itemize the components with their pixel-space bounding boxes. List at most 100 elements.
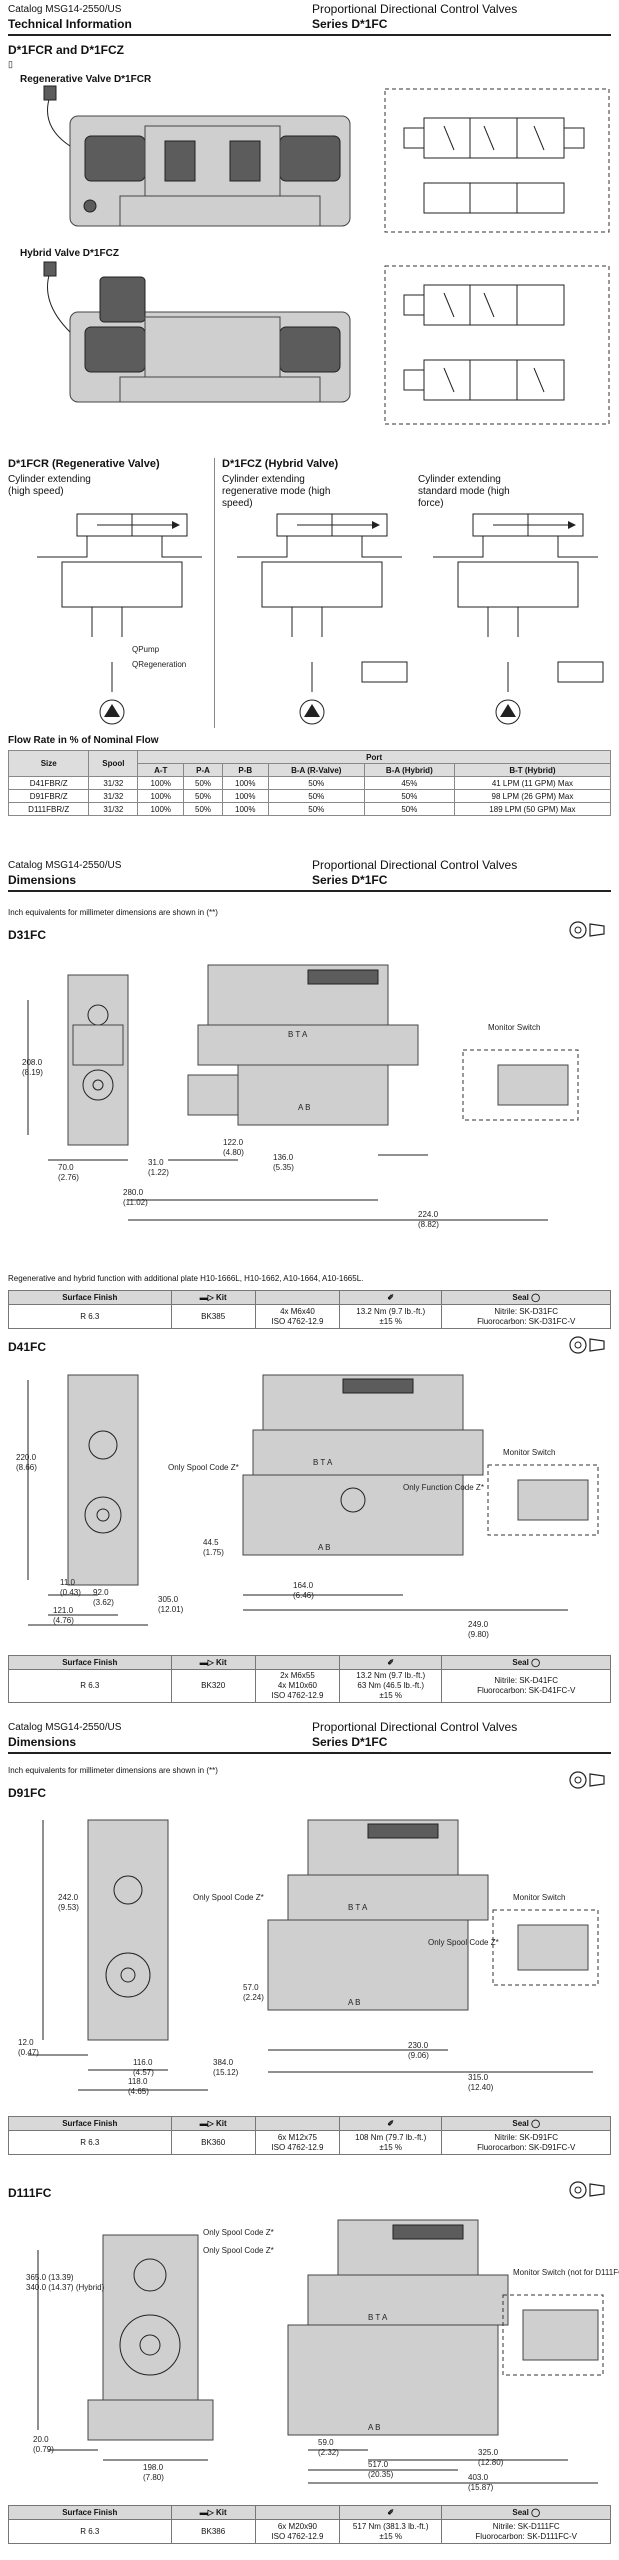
dim-label: (20.35) bbox=[368, 2470, 394, 2479]
wrench-icon: ✐ bbox=[387, 1293, 395, 1302]
table-cell: 31/32 bbox=[88, 802, 139, 816]
port-label: B T A bbox=[348, 1903, 368, 1912]
table-cell: 100% bbox=[221, 776, 269, 790]
section-title: Dimensions bbox=[8, 873, 77, 887]
projection-symbol-icon bbox=[569, 921, 605, 939]
dim-label: 249.0 bbox=[468, 1620, 489, 1629]
dim-label: (3.62) bbox=[93, 1598, 114, 1607]
table-cell: 50% bbox=[183, 789, 223, 803]
d91fc-dimension-drawing: 242.0 (9.53) 12.0 (0.47) 116.0 (4.57) 11… bbox=[18, 1819, 599, 2096]
table-cell: 100% bbox=[221, 802, 269, 816]
dim-label: (6.46) bbox=[293, 1591, 314, 1600]
dim-label: 70.0 bbox=[58, 1163, 74, 1172]
dim-label: (11.02) bbox=[123, 1198, 148, 1207]
page-header-dimensions: Catalog MSG14-2550/US Dimensions Proport… bbox=[0, 1720, 619, 1756]
circuit-divider bbox=[214, 458, 215, 728]
port-label: A B bbox=[348, 1998, 360, 2007]
caption-cylinder-high-speed: Cylinder extending (high speed) bbox=[8, 474, 91, 497]
spool-code-label: Only Spool Code Z* bbox=[203, 2246, 274, 2255]
port-label: B T A bbox=[368, 2313, 388, 2322]
dim-label: 220.0 bbox=[16, 1453, 37, 1462]
surface-finish-value: R 6.3 bbox=[8, 2130, 172, 2155]
kit-col-label: Seal bbox=[512, 1293, 529, 1302]
o-ring-icon: ◯ bbox=[531, 2119, 541, 2128]
kit-col-surface: Surface Finish bbox=[8, 2505, 172, 2520]
caption-regen-mode: Cylinder extending regenerative mode (hi… bbox=[222, 474, 331, 509]
dim-label: (4.65) bbox=[128, 2087, 149, 2096]
qpump-label: QPump bbox=[132, 645, 160, 654]
hybrid-circuit-title: D*1FCZ (Hybrid Valve) bbox=[222, 458, 339, 470]
dim-label: (12.40) bbox=[468, 2083, 494, 2092]
dim-label: (12.01) bbox=[158, 1605, 184, 1614]
dim-label: (9.53) bbox=[58, 1903, 79, 1912]
flow-col-ba-r: B-A (R-Valve) bbox=[267, 763, 365, 777]
table-cell: 100% bbox=[137, 802, 185, 816]
inch-note: Inch equivalents for millimeter dimensio… bbox=[8, 908, 218, 917]
bolt-kit-value: BK360 bbox=[170, 2130, 256, 2155]
section-title: Dimensions bbox=[8, 1735, 77, 1749]
kit-col-seal: Seal ◯ bbox=[441, 2116, 611, 2131]
dim-label: 305.0 bbox=[158, 1595, 179, 1604]
dim-label: 340.0 (14.37) (Hybrid) bbox=[26, 2283, 105, 2292]
dim-label: (2.32) bbox=[318, 2448, 339, 2457]
table-cell: 98 LPM (26 GPM) Max bbox=[453, 789, 612, 803]
dim-label: (2.76) bbox=[58, 1173, 79, 1182]
kit-col-screws bbox=[254, 2505, 341, 2520]
dim-label: 12.0 bbox=[18, 2038, 34, 2047]
dim-label: 242.0 bbox=[58, 1893, 79, 1902]
regen-circuit-diagram: QPump QRegeneration bbox=[37, 513, 202, 725]
regen-valve-label: Regenerative Valve D*1FCR bbox=[20, 74, 152, 85]
monitor-switch-label: Monitor Switch bbox=[513, 1893, 565, 1902]
port-label: B T A bbox=[288, 1030, 308, 1039]
d41fc-title: D41FC bbox=[8, 1340, 47, 1354]
spool-code-label: Only Spool Code Z* bbox=[203, 2228, 274, 2237]
dim-label: 280.0 bbox=[123, 1188, 144, 1197]
table-cell: 41 LPM (11 GPM) Max bbox=[453, 776, 612, 790]
dim-label: 118.0 bbox=[128, 2077, 148, 2086]
series-name: Series D*1FC bbox=[312, 17, 388, 31]
function-code-label: Only Function Code Z* bbox=[403, 1483, 484, 1492]
dim-label: 403.0 bbox=[468, 2473, 489, 2482]
table-cell: 100% bbox=[221, 789, 269, 803]
kit-col-kit: ▬▷ Kit bbox=[170, 1655, 256, 1670]
table-cell: 31/32 bbox=[88, 789, 139, 803]
hybrid-valve-label: Hybrid Valve D*1FCZ bbox=[20, 248, 119, 259]
wrench-icon: ✐ bbox=[387, 2508, 395, 2517]
kit-col-label: Seal bbox=[512, 2508, 529, 2517]
kit-col-torque: ✐ bbox=[339, 2505, 443, 2520]
torque-value: 13.2 Nm (9.7 lb.-ft.)±15 % bbox=[339, 1304, 443, 1329]
dim-label: 57.0 bbox=[243, 1983, 259, 1992]
surface-finish-value: R 6.3 bbox=[8, 2519, 172, 2544]
bolt-kit-value: BK385 bbox=[170, 1304, 256, 1329]
kit-col-torque: ✐ bbox=[339, 1290, 443, 1305]
regen-circuit-title: D*1FCR (Regenerative Valve) bbox=[8, 458, 160, 470]
dim-label: (9.06) bbox=[408, 2051, 429, 2060]
kit-col-label: Seal bbox=[512, 2119, 529, 2128]
bolt-kit-value: BK386 bbox=[170, 2519, 256, 2544]
torque-value: 13.2 Nm (9.7 lb.-ft.)63 Nm (46.5 lb.-ft.… bbox=[339, 1669, 443, 1703]
dim-label: 198.0 bbox=[143, 2463, 164, 2472]
table-cell: 100% bbox=[137, 789, 185, 803]
hybrid-standard-circuit-diagram bbox=[433, 513, 604, 725]
d111fc-dimension-drawing: 365.0 (13.39) 340.0 (14.37) (Hybrid) 20.… bbox=[26, 2219, 619, 2492]
inch-note: Inch equivalents for millimeter dimensio… bbox=[8, 1766, 218, 1775]
dim-label: 122.0 bbox=[223, 1138, 244, 1147]
flow-col-bt-h: B-T (Hybrid) bbox=[453, 763, 612, 777]
o-ring-icon: ◯ bbox=[531, 1658, 541, 1667]
table-cell: 50% bbox=[267, 802, 365, 816]
bolt-icon: ▬▷ bbox=[199, 2119, 217, 2128]
d111fc-kit-table: Surface Finish ▬▷ Kit ✐ Seal ◯ R 6.3 BK3… bbox=[8, 2505, 611, 2544]
dim-label: (4.57) bbox=[133, 2068, 154, 2077]
port-label: A B bbox=[298, 1103, 310, 1112]
dim-label: (15.87) bbox=[468, 2483, 494, 2492]
dim-label: 116.0 bbox=[133, 2058, 153, 2067]
d91fc-kit-table: Surface Finish ▬▷ Kit ✐ Seal ◯ R 6.3 BK3… bbox=[8, 2116, 611, 2155]
